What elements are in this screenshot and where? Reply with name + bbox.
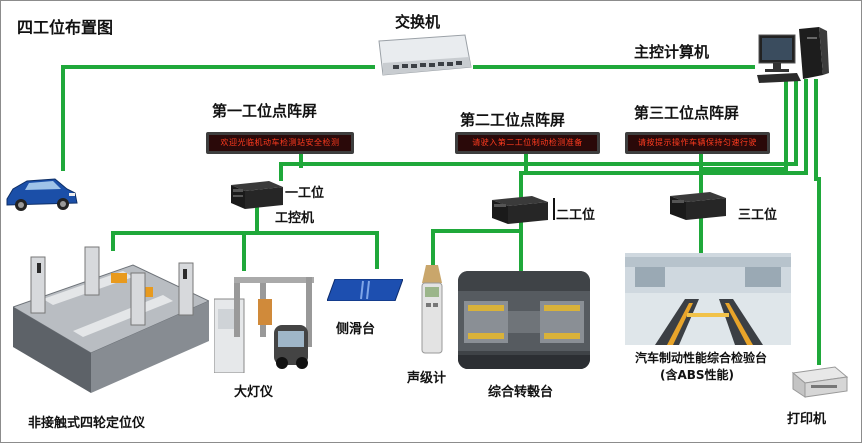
hub-table-label: 综合转毂台 (488, 385, 554, 400)
main-computer-label: 主控计算机 (634, 43, 710, 61)
wire-s2-sound (431, 229, 523, 265)
station3-ipc (668, 190, 728, 220)
wire-computer-station2 (519, 79, 808, 198)
led3-label: 第三工位点阵屏 (634, 104, 740, 122)
station2-label: 二工位 (556, 208, 596, 223)
printer-label: 打印机 (787, 412, 827, 427)
switch-label: 交换机 (395, 13, 441, 31)
brake-tester-label-1: 汽车制动性能综合检验台 (635, 351, 768, 365)
wheel-aligner (11, 243, 211, 395)
industrial-pc-icon (231, 181, 283, 209)
brake-tester (625, 253, 791, 345)
switch-icon (378, 34, 472, 76)
wire-computer-station1 (279, 79, 798, 181)
station3-label: 三工位 (738, 208, 778, 223)
wire-computer-station3 (699, 79, 788, 193)
wire-s1-aligner (111, 207, 259, 251)
wheel-aligner-icon (11, 246, 211, 393)
wire-switch-car (61, 65, 375, 171)
station1-ipc (229, 179, 285, 209)
station2-ipc (490, 194, 550, 224)
brake-tester-icon (625, 253, 791, 345)
side-slip-label: 侧滑台 (336, 322, 376, 337)
station1-label: 一工位 (285, 186, 325, 201)
car-icon (6, 178, 78, 211)
led-screen-station1: 欢迎光临机动车检测站安全检测 (206, 132, 354, 154)
network-switch (373, 31, 473, 77)
sound-level-meter (418, 265, 444, 355)
sound-meter-label: 声级计 (407, 371, 447, 386)
hub-table (458, 271, 590, 369)
sound-meter-icon (421, 265, 443, 354)
brake-tester-label-2: (含ABS性能) (660, 368, 735, 382)
side-slip-icon (326, 278, 404, 302)
led1-label: 第一工位点阵屏 (212, 102, 318, 120)
diagram-title: 四工位布置图 (17, 18, 114, 37)
headlight-tester (213, 269, 316, 374)
industrial-pc-icon (492, 196, 548, 224)
vehicle (3, 171, 79, 215)
station1-ipc-label: 工控机 (275, 211, 315, 226)
printer-icon (791, 366, 849, 398)
industrial-pc-icon (670, 192, 726, 220)
main-computer (753, 27, 835, 83)
desktop-computer-icon (757, 27, 829, 83)
station2-divider (553, 198, 555, 220)
wire-computer-printer (814, 79, 821, 365)
led-screen-station3: 请按提示操作车辆保持匀速行驶 (625, 132, 770, 154)
printer (787, 363, 849, 399)
roller-dyno-icon (458, 271, 590, 369)
led-screen-station2: 请驶入第二工位制动检测准备 (455, 132, 600, 154)
wheel-aligner-label: 非接触式四轮定位仪 (28, 416, 146, 431)
wire-s1-sideslip (255, 231, 379, 269)
headlight-tester-icon (213, 277, 314, 374)
headlight-tester-label: 大灯仪 (234, 385, 274, 400)
led2-label: 第二工位点阵屏 (460, 111, 566, 129)
side-slip-table (326, 278, 404, 302)
